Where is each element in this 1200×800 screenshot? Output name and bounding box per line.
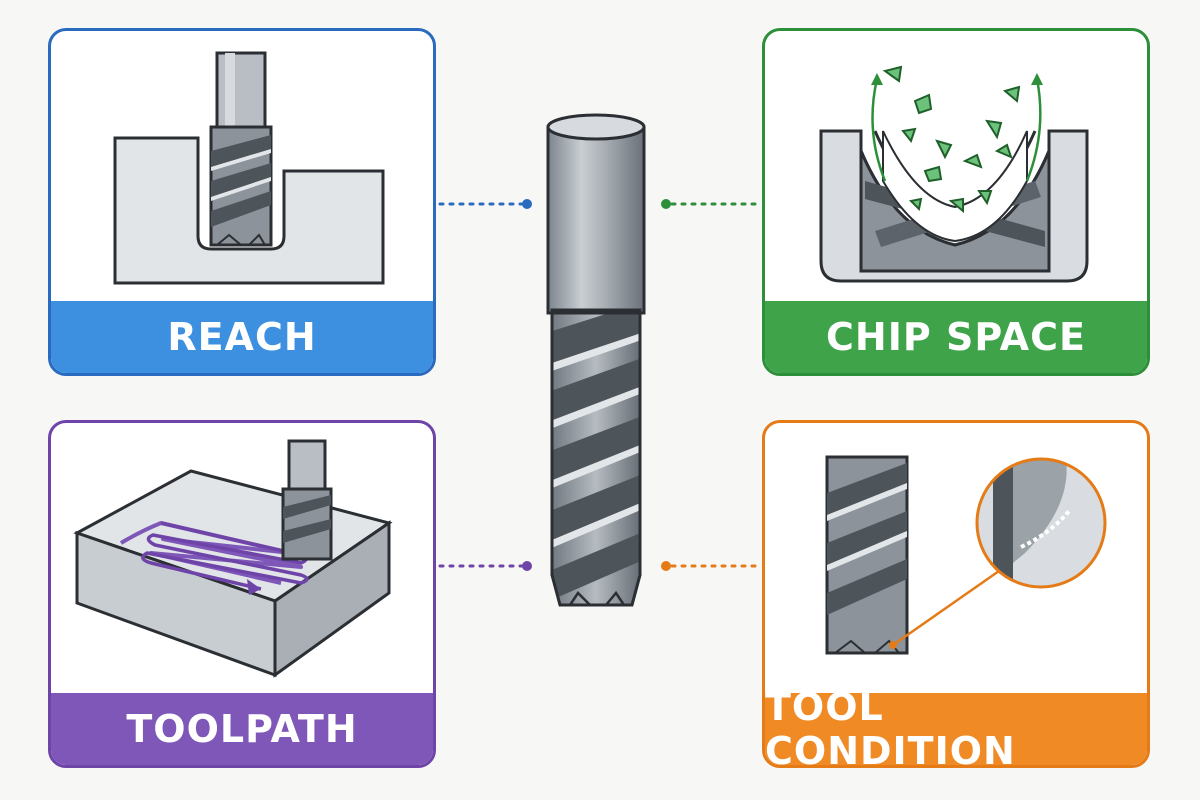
end-mill-in-pocket-icon (113, 51, 385, 285)
panel-tool-condition-label: TOOL CONDITION (765, 685, 1147, 765)
panel-toolpath-label: TOOLPATH (51, 693, 433, 765)
workpiece-toolpath-icon (73, 439, 393, 678)
connector-chip-space (661, 199, 760, 209)
panel-tool-condition: TOOL CONDITION (762, 420, 1150, 768)
end-mill-icon (546, 113, 646, 607)
panel-reach-label: REACH (51, 301, 433, 373)
connector-tool-condition (661, 561, 760, 571)
panel-toolpath: TOOLPATH (48, 420, 436, 768)
worn-edge-magnifier-icon (825, 455, 1107, 655)
panel-reach: REACH (48, 28, 436, 376)
panel-chip-space-label: CHIP SPACE (765, 301, 1147, 373)
connector-reach (438, 199, 532, 209)
connector-toolpath (438, 561, 532, 571)
chip-evacuation-icon (819, 65, 1089, 283)
panel-chip-space: CHIP SPACE (762, 28, 1150, 376)
